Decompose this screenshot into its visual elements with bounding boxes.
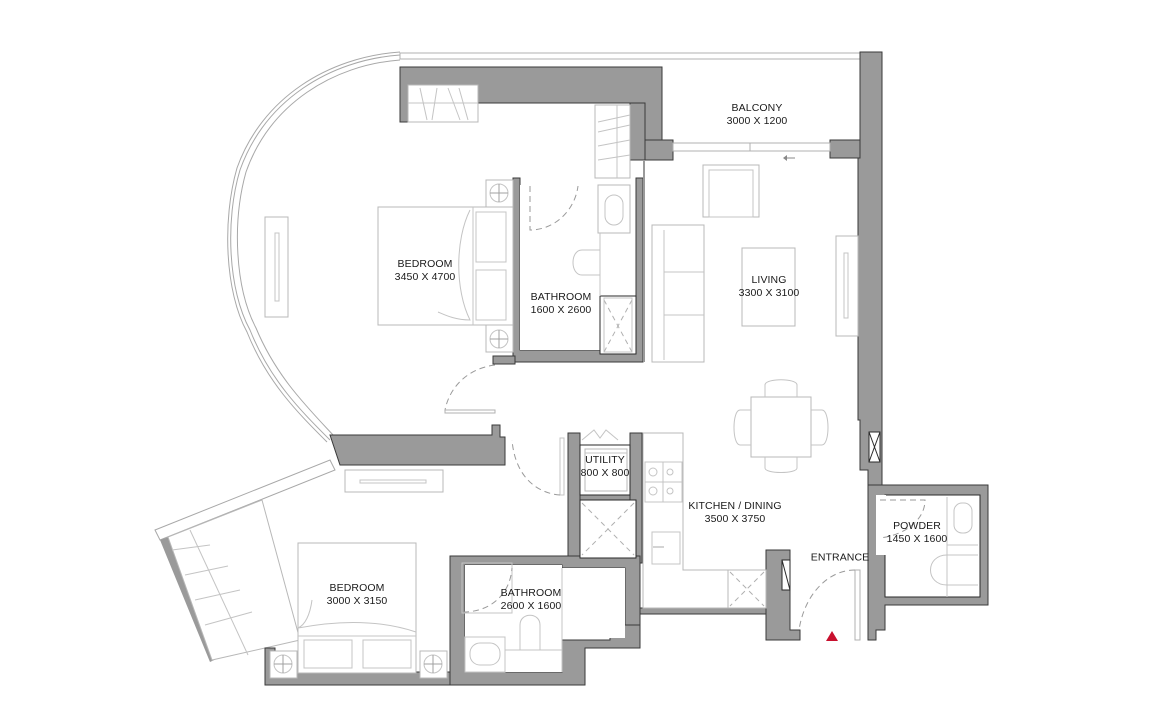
living-furniture [651,142,859,363]
room-name: POWDER [893,520,941,532]
room-size: 3500 X 3750 [704,513,766,525]
room-label-living: LIVING 3300 X 3100 [739,274,800,300]
room-size: 3000 X 1200 [726,115,788,127]
room-name: BALCONY [731,102,783,114]
wardrobe-side [594,104,631,179]
second-bed [269,542,448,679]
second-tv-unit [344,469,444,493]
room-name: BEDROOM [397,258,453,270]
master-bed [377,206,514,326]
vent-right [868,431,881,463]
room-label-second-bedroom: BEDROOM 3000 X 3150 [327,582,388,608]
master-bathroom-fixtures [529,184,633,353]
room-size: 1450 X 1600 [886,533,948,545]
curved-window-wall [227,51,401,443]
powder-room-interior [884,494,981,598]
room-label-utility: UTILITY 800 X 800 [581,454,630,480]
room-size: 3000 X 3150 [326,595,388,607]
master-bedroom-door [444,364,496,411]
room-name: BATHROOM [500,587,562,599]
room-label-balcony: BALCONY 3000 X 1200 [727,102,788,128]
wardrobe-top [407,84,479,123]
room-name: BEDROOM [329,582,385,594]
dining-table [733,379,829,473]
room-size: 3450 X 4700 [394,271,456,283]
top-glazing [399,52,881,60]
utility-fixtures [511,429,635,556]
powder-fixtures [879,497,978,597]
room-label-second-bathroom: BATHROOM 2600 X 1600 [501,587,562,613]
room-size: 1600 X 2600 [530,304,592,316]
room-label-entrance: ENTRANCE [811,552,870,565]
entrance-triangle-icon [826,631,838,641]
room-name: ENTRANCE [810,551,870,564]
room-size: 2600 X 1600 [500,600,562,612]
room-name: UTILITY [585,454,625,466]
second-bathroom-fixtures [461,562,563,673]
master-tv-unit [264,216,289,318]
room-name: BATHROOM [530,291,592,303]
room-label-master-bathroom: BATHROOM 1600 X 2600 [531,291,592,317]
room-label-powder: POWDER 1450 X 1600 [887,520,948,546]
room-label-master-bedroom: BEDROOM 3450 X 4700 [395,258,456,284]
entrance-door [781,559,861,641]
nightstand [485,179,514,353]
powder-door-opening [876,495,886,555]
room-label-kitchen-dining: KITCHEN / DINING 3500 X 3750 [688,500,781,526]
room-name: KITCHEN / DINING [688,500,782,512]
room-size: 800 X 800 [580,467,630,479]
room-size: 3300 X 3100 [738,287,800,299]
room-name: LIVING [751,274,787,286]
kitchen-counter [642,432,767,609]
